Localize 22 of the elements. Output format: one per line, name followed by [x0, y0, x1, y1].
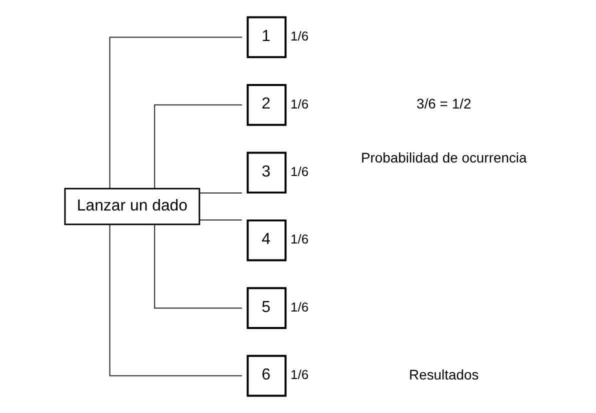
label: Resultados — [408, 366, 478, 382]
connector — [198, 192, 242, 194]
connector — [198, 219, 242, 220]
label: 3/6 = 1/2 — [416, 96, 471, 112]
node-label: 1/6 — [290, 232, 308, 247]
connector — [154, 104, 242, 189]
node-box: 4 — [246, 219, 286, 262]
node-label: 1/6 — [290, 164, 308, 180]
connector — [108, 224, 242, 376]
node-label: 1/6 — [290, 367, 308, 382]
node-box: 5 — [246, 287, 286, 329]
node-label: 1/6 — [290, 96, 308, 112]
label: Probabilidad de ocurrencia — [360, 149, 526, 166]
node-box: Lanzar un dado — [64, 188, 200, 226]
connector — [154, 224, 242, 309]
node-label: 1/6 — [290, 299, 308, 314]
node-label: 1/6 — [290, 28, 308, 44]
connector — [108, 36, 242, 189]
node-box: 1 — [246, 16, 286, 58]
node-box: 2 — [246, 84, 286, 126]
node-box: 6 — [246, 354, 286, 397]
node-box: 3 — [246, 152, 286, 194]
